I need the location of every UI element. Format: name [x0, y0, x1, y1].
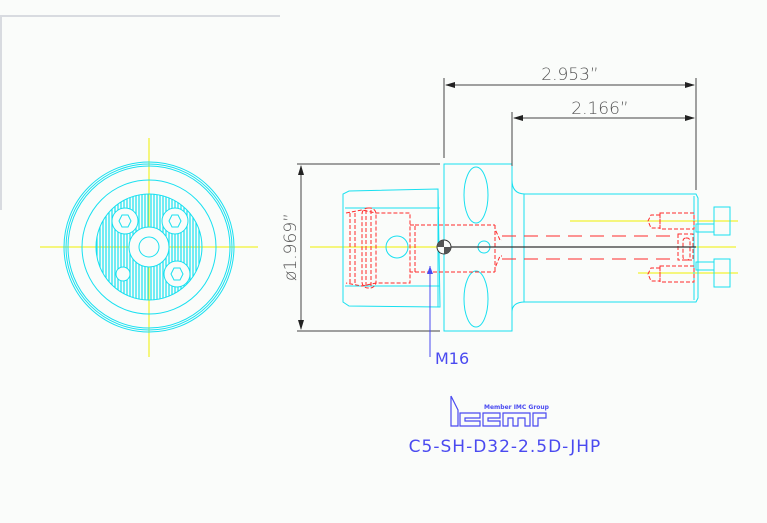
logo-tagline: Member IMC Group [484, 404, 550, 411]
dimension-overall-length: 2.953” [443, 65, 697, 190]
dim-2953-label: 2.953” [541, 65, 598, 85]
viewport-frame [0, 15, 280, 210]
dim-2166-label: 2.166” [571, 99, 628, 119]
thread-callout: M16 [427, 266, 469, 368]
dim-1969-label: ø1.969” [281, 213, 301, 281]
side-view [310, 163, 738, 332]
m16-label: M16 [435, 349, 469, 368]
dimension-shank-length: 2.166” [511, 99, 695, 166]
iscar-logo: Member IMC Group [450, 395, 550, 427]
front-view [40, 138, 258, 357]
dimension-flange-diameter: ø1.969” [281, 163, 440, 332]
part-number: C5-SH-D32-2.5D-JHP [409, 437, 602, 457]
